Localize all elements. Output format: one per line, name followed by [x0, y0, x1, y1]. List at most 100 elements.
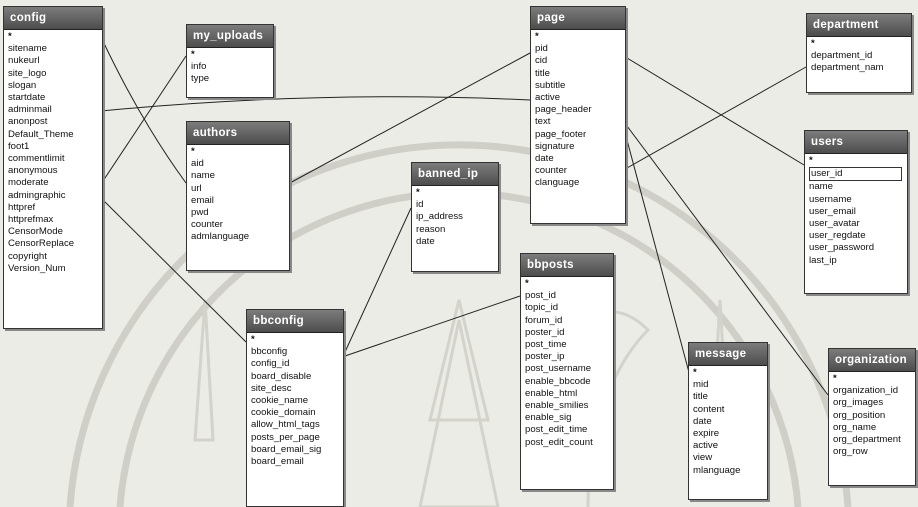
table-field[interactable]: date — [416, 235, 435, 247]
table-field[interactable]: admlanguage — [191, 231, 250, 243]
table-field[interactable]: post_time — [525, 339, 567, 351]
table-field[interactable]: org_position — [833, 409, 886, 421]
all-columns-marker[interactable]: * — [191, 146, 195, 157]
table-field[interactable]: poster_id — [525, 326, 565, 338]
table-field[interactable]: post_edit_time — [525, 424, 588, 436]
table-field[interactable]: moderate — [8, 177, 49, 189]
all-columns-marker[interactable]: * — [809, 155, 813, 166]
table-field[interactable]: page_footer — [535, 128, 587, 140]
table-field[interactable]: id — [416, 199, 424, 211]
table-field[interactable]: Default_Theme — [8, 128, 74, 140]
table-field[interactable]: site_logo — [8, 67, 47, 79]
table-field[interactable]: cookie_name — [251, 395, 309, 407]
table-field[interactable]: department_nam — [811, 62, 884, 74]
all-columns-marker[interactable]: * — [693, 367, 697, 378]
table-field[interactable]: signature — [535, 140, 575, 152]
table-field[interactable]: expire — [693, 428, 720, 440]
table-field[interactable]: foot1 — [8, 140, 30, 152]
table-field[interactable]: poster_ip — [525, 351, 565, 363]
table-field[interactable]: startdate — [8, 92, 46, 104]
table-field[interactable]: cid — [535, 55, 548, 67]
table-field[interactable]: board_email_sig — [251, 443, 322, 455]
table-field[interactable]: mlanguage — [693, 464, 741, 476]
table-field[interactable]: text — [535, 116, 551, 128]
table-field[interactable]: post_id — [525, 290, 556, 302]
table-field[interactable]: date — [535, 153, 554, 165]
table-field[interactable]: user_avatar — [809, 218, 860, 230]
table-field[interactable]: slogan — [8, 79, 37, 91]
table-field[interactable]: last_ip — [809, 254, 837, 266]
all-columns-marker[interactable]: * — [191, 49, 195, 60]
table-field[interactable]: name — [191, 170, 215, 182]
table-field[interactable]: CensorReplace — [8, 238, 75, 250]
table-field[interactable]: enable_sig — [525, 412, 572, 424]
table-field[interactable]: username — [809, 193, 852, 205]
all-columns-marker[interactable]: * — [8, 31, 12, 42]
table-field[interactable]: post_username — [525, 363, 592, 375]
table-field[interactable]: org_department — [833, 434, 901, 446]
table-field[interactable]: anonpost — [8, 116, 48, 128]
table-field[interactable]: forum_id — [525, 314, 563, 326]
table-field[interactable]: httpref — [8, 201, 36, 213]
table-field[interactable]: CensorMode — [8, 226, 63, 238]
all-columns-marker[interactable]: * — [525, 278, 529, 289]
table-field[interactable]: adminmail — [8, 104, 52, 116]
table-field[interactable]: Version_Num — [8, 262, 66, 274]
table-field[interactable]: allow_html_tags — [251, 419, 320, 431]
table-field[interactable]: posts_per_page — [251, 431, 320, 443]
table-field[interactable]: active — [535, 92, 561, 104]
table-field[interactable]: pwd — [191, 207, 209, 219]
table-field[interactable]: counter — [191, 219, 223, 231]
table-field[interactable]: copyright — [8, 250, 47, 262]
table-field[interactable]: enable_html — [525, 387, 578, 399]
table-field[interactable]: counter — [535, 165, 567, 177]
table-field[interactable]: date — [693, 415, 712, 427]
table-field[interactable]: post_edit_count — [525, 436, 593, 448]
table-field[interactable]: sitename — [8, 43, 47, 55]
table-field[interactable]: user_email — [809, 205, 856, 217]
all-columns-marker[interactable]: * — [416, 187, 420, 198]
table-field[interactable]: clanguage — [535, 177, 580, 189]
table-field[interactable]: mid — [693, 379, 709, 391]
table-field[interactable]: aid — [191, 158, 204, 170]
table-field[interactable]: content — [693, 403, 725, 415]
table-field[interactable]: name — [809, 181, 833, 193]
table-field[interactable]: ip_address — [416, 211, 463, 223]
table-field[interactable]: site_desc — [251, 382, 292, 394]
table-field[interactable]: org_row — [833, 446, 868, 458]
table-field[interactable]: subtitle — [535, 79, 566, 91]
table-field[interactable]: type — [191, 73, 210, 85]
table-field[interactable]: commentlimit — [8, 153, 65, 165]
table-field[interactable]: board_disable — [251, 370, 312, 382]
table-field[interactable]: cookie_domain — [251, 407, 316, 419]
table-field[interactable]: org_images — [833, 397, 884, 409]
table-field[interactable]: title — [693, 391, 708, 403]
table-field[interactable]: page_header — [535, 104, 592, 116]
table-field[interactable]: user_regdate — [809, 230, 866, 242]
table-field[interactable]: topic_id — [525, 302, 559, 314]
table-field[interactable]: httprefmax — [8, 214, 54, 226]
table-field[interactable]: enable_smilies — [525, 400, 589, 412]
table-field[interactable]: board_email — [251, 456, 304, 468]
table-field[interactable]: user_password — [809, 242, 875, 254]
table-field[interactable]: enable_bbcode — [525, 375, 591, 387]
table-field[interactable]: bbconfig — [251, 346, 288, 358]
table-field[interactable]: anonymous — [8, 165, 58, 177]
table-field[interactable]: department_id — [811, 50, 873, 62]
table-field[interactable]: url — [191, 182, 202, 194]
all-columns-marker[interactable]: * — [811, 38, 815, 49]
table-field[interactable]: admingraphic — [8, 189, 66, 201]
table-field[interactable]: info — [191, 61, 207, 73]
table-field[interactable]: view — [693, 452, 713, 464]
table-field[interactable]: pid — [535, 43, 548, 55]
